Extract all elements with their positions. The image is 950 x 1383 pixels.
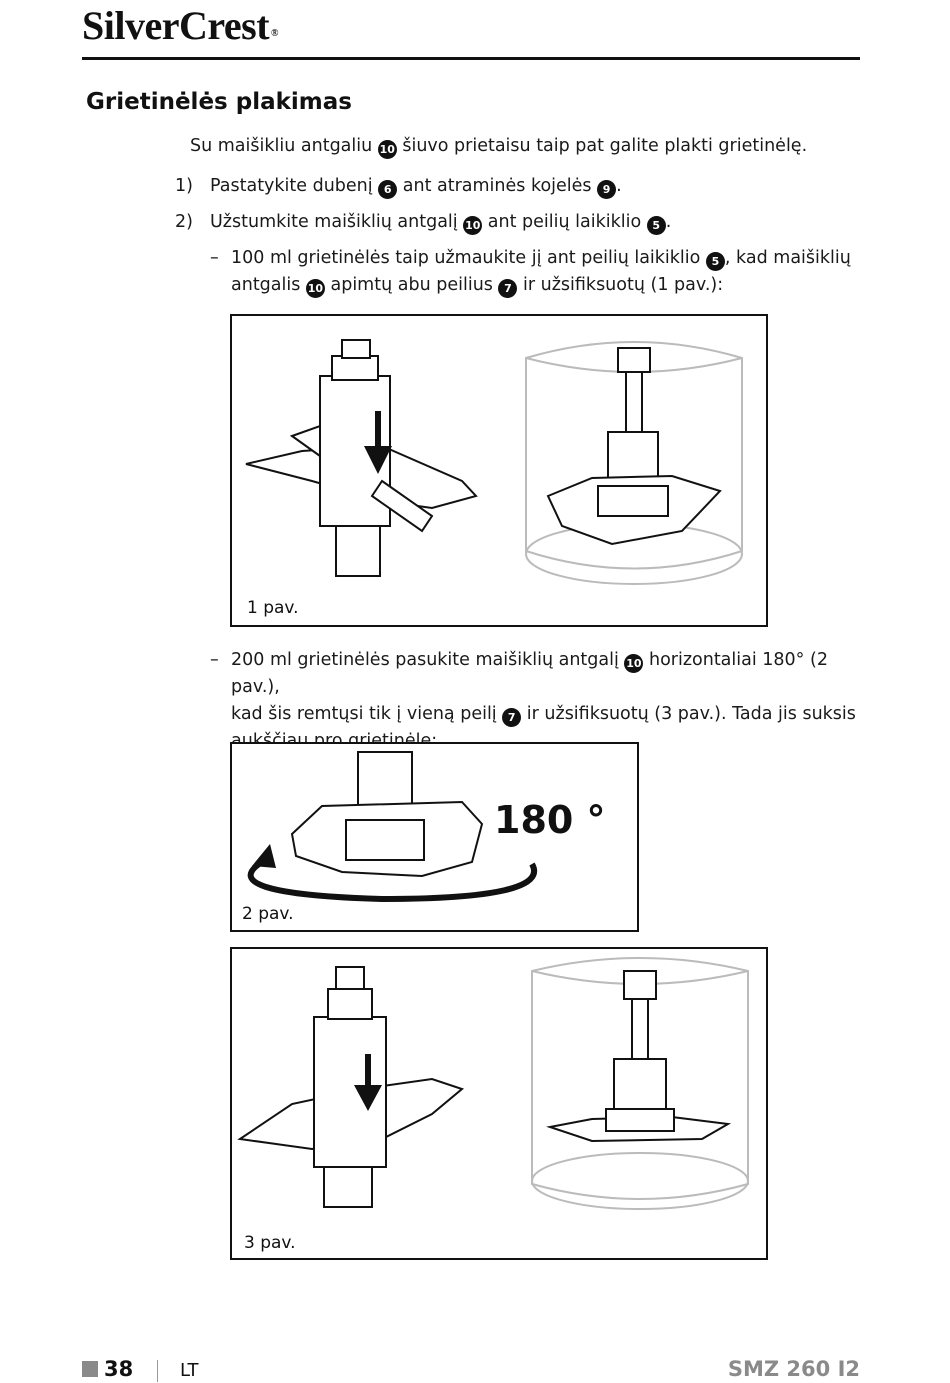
bullet-2-part: ir užsifiksuotų (3 pav.). Tada jis suksi… [521, 704, 856, 724]
step-2-part: . [665, 212, 672, 232]
step-1-part: Pastatykite dubenį [210, 176, 379, 196]
bullet-1-part: ir užsifiksuotų (1 pav.): [517, 275, 724, 295]
rotation-label: 180 ° [494, 798, 606, 842]
bullet-1-part: apimtų abu peilius [324, 275, 499, 295]
section-title: Grietinėlės plakimas [86, 89, 352, 115]
bullet-2-text: 200 ml grietinėlės pasukite maišiklių an… [231, 647, 861, 755]
step-1-part: ant atraminės kojelės [397, 176, 598, 196]
ref-badge: 5 [646, 216, 666, 235]
ref-badge: 10 [463, 216, 483, 235]
bullet-1-part: , kad maišiklių [724, 248, 851, 268]
ref-badge: 7 [498, 279, 518, 298]
ref-badge: 6 [378, 180, 398, 199]
step-1-text: Pastatykite dubenį 6 ant atraminės kojel… [210, 173, 622, 200]
ref-badge: 9 [597, 180, 617, 199]
footer-marker [82, 1361, 98, 1377]
registered-mark: ® [271, 28, 279, 39]
ref-badge: 10 [377, 140, 397, 159]
intro-text-1: Su maišikliu antgaliu [190, 136, 378, 156]
step-2-part: ant peilių laikiklio [482, 212, 647, 232]
brand-name: SilverCrest [82, 3, 270, 48]
step-1-number: 1) [175, 176, 193, 196]
bullet-1-dash: – [210, 248, 219, 268]
bullet-1-text: 100 ml grietinėlės taip užmaukite jį ant… [231, 245, 861, 299]
figure-1: 1 pav. [230, 314, 768, 627]
footer-page-number: 38 [104, 1357, 134, 1381]
brand-logo: SilverCrest® [82, 3, 279, 48]
figure-3-illustration [237, 957, 749, 1210]
footer-language: LT [180, 1360, 199, 1381]
step-1-part: . [616, 176, 622, 196]
header-rule [82, 57, 860, 60]
step-2-text: Užstumkite maišiklių antgalį 10 ant peil… [210, 209, 671, 236]
footer-separator [157, 1360, 158, 1382]
bullet-2-part: horizontaliai 180° (2 pav.), [231, 650, 828, 697]
ref-badge: 10 [624, 654, 644, 673]
bullet-2-part: 200 ml grietinėlės pasukite maišiklių an… [231, 650, 625, 670]
figure-3-caption: 3 pav. [244, 1233, 296, 1253]
figure-3: 3 pav. [230, 947, 768, 1260]
step-2-number: 2) [175, 212, 193, 232]
figure-1-illustration [245, 339, 743, 585]
figure-2-illustration [247, 751, 537, 903]
ref-badge: 7 [502, 708, 522, 727]
bullet-1-part: antgalis [231, 275, 306, 295]
figure-2-caption: 2 pav. [242, 904, 294, 924]
bullet-2-dash: – [210, 650, 219, 670]
figure-1-caption: 1 pav. [247, 598, 299, 618]
intro-paragraph: Su maišikliu antgaliu 10 šiuvo prietaisu… [190, 133, 807, 160]
ref-badge: 10 [305, 279, 325, 298]
ref-badge: 5 [705, 252, 725, 271]
intro-text-2: šiuvo prietaisu taip pat galite plakti g… [396, 136, 808, 156]
bullet-2-part: kad šis remtųsi tik į vieną peilį [231, 704, 503, 724]
bullet-1-part: 100 ml grietinėlės taip užmaukite jį ant… [231, 248, 706, 268]
figure-2: 180 ° 2 pav. [230, 742, 639, 932]
footer-model: SMZ 260 I2 [727, 1357, 860, 1381]
step-2-part: Užstumkite maišiklių antgalį [210, 212, 464, 232]
